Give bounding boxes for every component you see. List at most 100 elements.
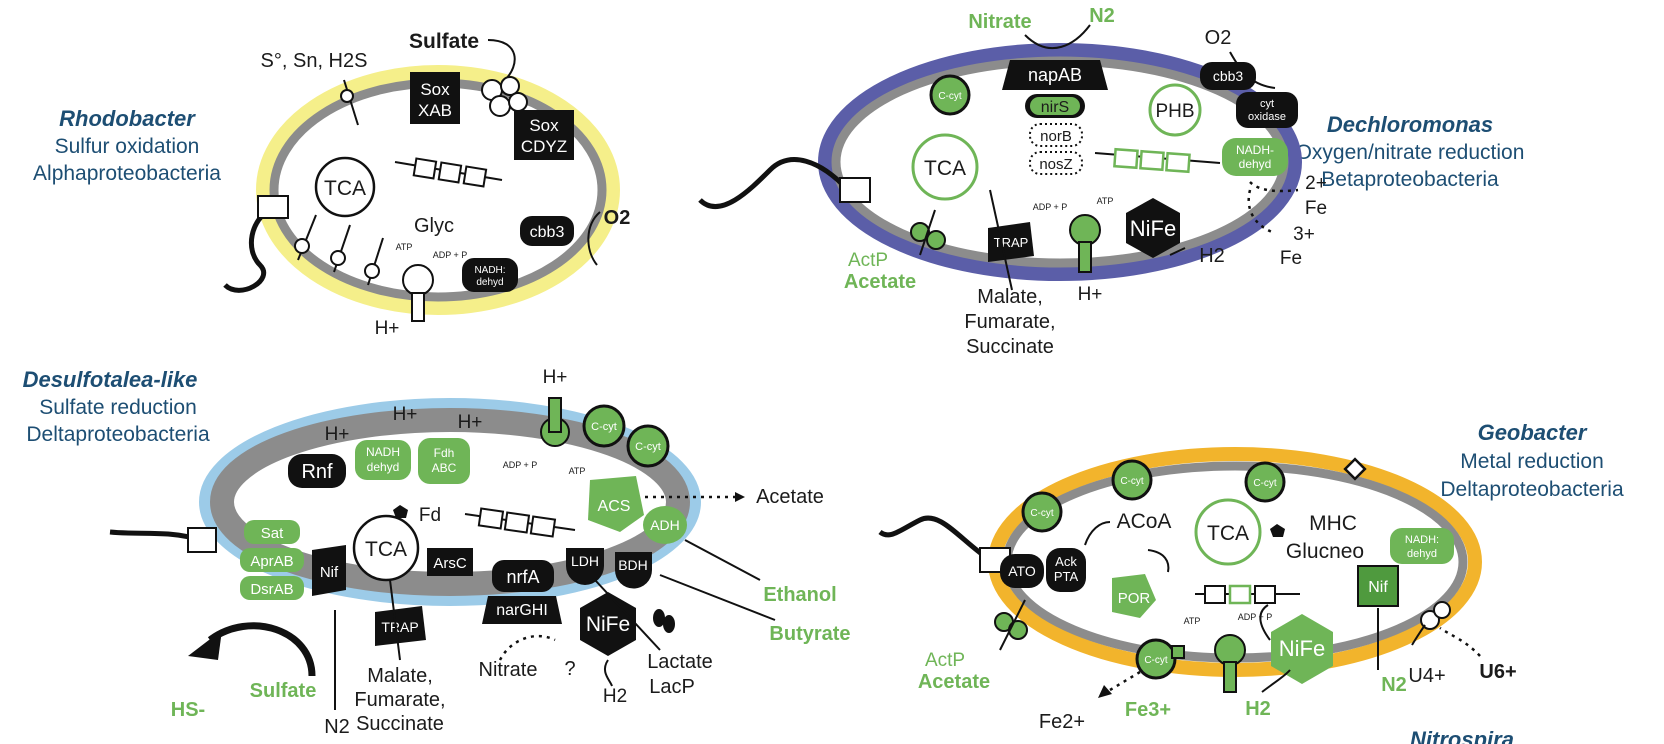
geobacter-ccyt-4-anchor	[1171, 645, 1185, 659]
desulfotalea-narghi-box	[482, 596, 562, 624]
dechloromonas-h2-arrow	[1169, 247, 1186, 256]
desulfotalea-lactate-label: Lactate	[647, 651, 713, 673]
rhodobacter-hplus-label: H+	[375, 318, 400, 339]
geobacter-panel: Geobacter Metal reduction Deltaproteobac…	[878, 420, 1624, 733]
desulfotalea-rnf-label: Rnf	[301, 461, 333, 483]
dechloromonas-phb	[1148, 83, 1202, 137]
rhodobacter-adp-label: ADP + P	[433, 250, 468, 260]
dechloromonas-nife-hexagon	[1126, 198, 1180, 258]
desulfotalea-narghi-label: narGHI	[496, 602, 548, 619]
desulfotalea-acs-label: ACS	[598, 498, 631, 515]
desulfotalea-sulfate-arrow	[207, 622, 316, 677]
dechloromonas-fe-b: Fe	[1280, 248, 1302, 269]
geobacter-atp-synthase	[1214, 634, 1246, 693]
desulfotalea-acetate-label: Acetate	[756, 486, 824, 508]
cut-off-panel-title: Nitrospira	[1410, 727, 1514, 744]
rhodobacter-o2-arrow	[587, 211, 601, 266]
desulfotalea-tca-label: TCA	[365, 538, 407, 561]
desulfotalea-panel: Desulfotalea-like Sulfate reduction Delt…	[23, 367, 851, 738]
geobacter-tca-label: TCA	[1207, 522, 1249, 545]
geobacter-tca-cycle	[1194, 498, 1262, 566]
geobacter-h2-label: H2	[1245, 698, 1271, 720]
desulfotalea-rnf-box	[288, 454, 346, 488]
rhodobacter-nadh-label-2: dehyd	[476, 277, 503, 288]
desulfotalea-ldh-label: LDH	[571, 553, 599, 569]
desulfotalea-fd-label: Fd	[419, 505, 441, 526]
desulfotalea-dsrab-box	[240, 576, 304, 600]
dechloromonas-actp-transporter	[910, 209, 946, 256]
desulfotalea-fdh-label-1: Fdh	[434, 446, 455, 460]
desulfotalea-lacp-label: LacP	[649, 676, 695, 698]
geobacter-acetate-label: Acetate	[918, 671, 990, 693]
rhodobacter-transporters	[294, 214, 384, 286]
dechloromonas-ccyt	[929, 74, 971, 116]
desulfotalea-process: Sulfate reduction	[39, 396, 197, 419]
desulfotalea-title: Desulfotalea-like	[23, 367, 198, 392]
desulfotalea-aprab-label: AprAB	[250, 553, 293, 570]
rhodobacter-process: Sulfur oxidation	[55, 135, 200, 158]
dechloromonas-napab-box	[1002, 60, 1108, 90]
geobacter-tca-arrow	[1147, 549, 1170, 573]
geobacter-class: Deltaproteobacteria	[1440, 478, 1624, 501]
desulfotalea-trap-label: TRAP	[381, 619, 418, 635]
geobacter-ccyt-3-label: C-cyt	[1253, 478, 1277, 489]
geobacter-por-shape	[1112, 574, 1156, 618]
dechloromonas-nitrate-arrow	[1024, 24, 1091, 50]
geobacter-u4-arrow	[1411, 624, 1426, 646]
desulfotalea-ethanol-arrow	[684, 539, 761, 581]
geobacter-ccyt-1-label: C-cyt	[1030, 508, 1054, 519]
geobacter-nif-label: Nif	[1368, 579, 1388, 596]
desulfotalea-flagellum	[109, 529, 201, 543]
rhodobacter-flagellum	[223, 205, 274, 293]
dechloromonas-fe3-arrow	[1247, 189, 1273, 234]
geobacter-ack-label-2: PTA	[1054, 569, 1079, 584]
dechloromonas-substrate-3: Succinate	[966, 336, 1054, 358]
geobacter-acoa-label: ACoA	[1117, 510, 1172, 533]
desulfotalea-substrate-3: Succinate	[356, 713, 444, 735]
dechloromonas-cbb3-box	[1200, 62, 1256, 90]
desulfotalea-trap-box	[375, 606, 426, 646]
geobacter-glucneo-label: Glucneo	[1286, 540, 1364, 563]
geobacter-acoa-arrow	[1084, 521, 1111, 546]
dechloromonas-norb-box	[1029, 123, 1083, 147]
desulfotalea-flagellar-motor	[187, 527, 217, 553]
rhodobacter-nadh-box	[462, 258, 518, 292]
dechloromonas-napab-label: napAB	[1028, 65, 1082, 85]
desulfotalea-lacp-transporter	[653, 609, 675, 633]
desulfotalea-n2-label: N2	[324, 716, 350, 738]
rhodobacter-sulfate-arrow	[487, 39, 516, 81]
rhodobacter-sulfur-arrow	[343, 79, 359, 126]
geobacter-u-transporter	[1420, 601, 1451, 630]
rhodobacter-soxcdyz-label-1: Sox	[529, 116, 559, 135]
desulfotalea-proton-channel	[540, 397, 570, 447]
desulfotalea-hs-label: HS-	[171, 699, 205, 721]
geobacter-nife-hexagon	[1271, 614, 1333, 684]
dechloromonas-ccyt-label: C-cyt	[938, 91, 962, 102]
dechloromonas-norb-label: norB	[1040, 128, 1072, 145]
geobacter-nif-box	[1357, 565, 1399, 607]
desulfotalea-class: Deltaproteobacteria	[26, 423, 210, 446]
dechloromonas-cbb3-label: cbb3	[1213, 68, 1244, 84]
geobacter-fe2-label: Fe2+	[1039, 711, 1085, 733]
desulfotalea-bdh-label: BDH	[618, 557, 648, 573]
dechloromonas-title: Dechloromonas	[1327, 112, 1493, 137]
dechloromonas-adp-label: ADP + P	[1033, 202, 1068, 212]
dechloromonas-o2-label: O2	[1205, 27, 1232, 49]
geobacter-u6-label: U6+	[1479, 661, 1516, 683]
desulfotalea-nife-label: NiFe	[586, 613, 630, 636]
geobacter-ccyt-1	[1021, 491, 1063, 533]
geobacter-fe-arrowhead	[1098, 685, 1112, 698]
desulfotalea-ldh-shape	[566, 548, 604, 585]
dechloromonas-cytox-box	[1236, 92, 1298, 128]
dechloromonas-panel: Dechloromonas Oxygen/nitrate reduction B…	[698, 5, 1524, 358]
dechloromonas-phb-label: PHB	[1155, 101, 1194, 122]
desulfotalea-substrate-2: Fumarate,	[354, 689, 445, 711]
desulfotalea-butyrate-arrow	[659, 574, 776, 621]
desulfotalea-hs-arrowhead	[188, 630, 222, 660]
rhodobacter-nadh-label-1: NADH:	[474, 265, 505, 276]
geobacter-ccyt-2	[1111, 459, 1153, 501]
rhodobacter-sulfur-species: S°, Sn, H2S	[261, 50, 368, 72]
geobacter-process: Metal reduction	[1460, 450, 1604, 473]
rhodobacter-title: Rhodobacter	[59, 106, 196, 131]
